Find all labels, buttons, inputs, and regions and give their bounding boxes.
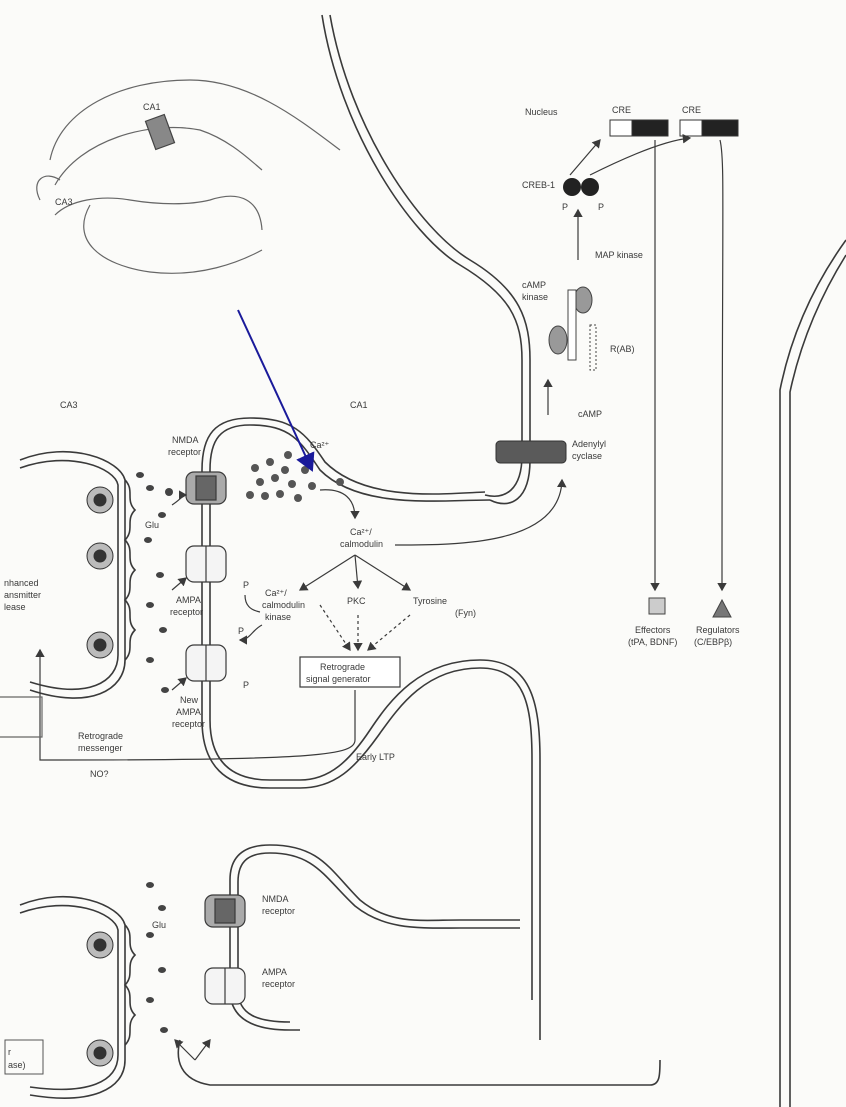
label-ca3-inset: CA3 (55, 197, 73, 207)
label-tyrosine-1: Tyrosine (413, 596, 447, 606)
label-retro-msg-2: messenger (78, 743, 123, 753)
effector-icon (648, 597, 666, 615)
label-early-ltp: Early LTP (356, 752, 395, 762)
label-camkinase-3: kinase (265, 612, 291, 622)
label-enhanced-2: ansmitter (4, 590, 41, 600)
cre-boxes (609, 119, 739, 137)
label-nmda-bot-2: receptor (262, 906, 295, 916)
label-regulators-2: (C/EBPβ) (694, 637, 732, 647)
ampa-receptor-bottom (204, 967, 246, 1005)
corner-bracket (0, 696, 43, 738)
label-cre-2: CRE (682, 105, 701, 115)
label-enhanced-3: lease (4, 602, 26, 612)
camp-kinase (548, 286, 597, 371)
corner-label-box (4, 1039, 44, 1075)
label-ca3: CA3 (60, 400, 78, 410)
ampa-receptor-top (185, 545, 227, 583)
label-enhanced-1: nhanced (4, 578, 39, 588)
label-retro-gen-2: signal generator (306, 674, 371, 684)
retrograde-signal-box (299, 656, 401, 688)
presynaptic-terminal-top (19, 451, 137, 699)
label-effectors-2: (tPA, BDNF) (628, 637, 677, 647)
label-p2: P (598, 202, 604, 212)
label-ampa-top-2: receptor (170, 607, 203, 617)
label-cre-1: CRE (612, 105, 631, 115)
regulator-icon (712, 598, 732, 618)
presynaptic-terminal-bottom (19, 896, 137, 1099)
label-nmda-bot-1: NMDA (262, 894, 289, 904)
label-new-ampa-1: New (180, 695, 199, 705)
adenylyl-cyclase (495, 440, 567, 464)
label-map-kinase: MAP kinase (595, 250, 643, 260)
nmda-receptor-top (185, 471, 227, 505)
label-r-ab: R(AB) (610, 344, 635, 354)
label-ca-ion: Ca²⁺ (310, 440, 330, 450)
label-adenylyl-2: cyclase (572, 451, 602, 461)
label-no: NO? (90, 769, 109, 779)
label-p1: P (562, 202, 568, 212)
label-creb: CREB-1 (522, 180, 555, 190)
label-corner-2: ase) (8, 1060, 26, 1070)
label-regulators-1: Regulators (696, 625, 740, 635)
ampa-receptor-new (185, 644, 227, 682)
label-p5: P (243, 680, 249, 690)
label-camkinase-2: calmodulin (262, 600, 305, 610)
label-camp-kinase-1: cAMP (522, 280, 546, 290)
label-camp: cAMP (578, 409, 602, 419)
label-pkc: PKC (347, 596, 366, 606)
label-retro-msg-1: Retrograde (78, 731, 123, 741)
label-retro-gen-1: Retrograde (320, 662, 365, 672)
diagram-labels: CA1 CA3 CA3 CA1 Nucleus CRE CRE CREB-1 P… (4, 102, 740, 1070)
creb-protein (563, 178, 599, 196)
label-p3: P (243, 580, 249, 590)
label-tyrosine-2: (Fyn) (455, 608, 476, 618)
label-nmda-top-1: NMDA (172, 435, 199, 445)
synaptic-vesicles-bottom (86, 931, 114, 1067)
label-ca1-inset: CA1 (143, 102, 161, 112)
label-camp-kinase-2: kinase (522, 292, 548, 302)
label-ampa-bot-2: receptor (262, 979, 295, 989)
label-nmda-top-2: receptor (168, 447, 201, 457)
annotation-arrow (237, 309, 315, 472)
label-ca-calmodulin-1: Ca²⁺/ (350, 527, 372, 537)
synaptic-vesicles-top (86, 486, 114, 659)
postsynaptic-membrane (177, 14, 846, 1107)
label-ca1: CA1 (350, 400, 368, 410)
calcium-ions (246, 451, 344, 502)
label-effectors-1: Effectors (635, 625, 671, 635)
label-p4: P (238, 626, 244, 636)
label-glu-bottom: Glu (152, 920, 166, 930)
label-ampa-top-1: AMPA (176, 595, 201, 605)
label-nucleus: Nucleus (525, 107, 558, 117)
nmda-receptor-bottom (204, 894, 246, 928)
label-adenylyl-1: Adenylyl (572, 439, 606, 449)
label-glu-top: Glu (145, 520, 159, 530)
label-new-ampa-3: receptor (172, 719, 205, 729)
label-corner-1: r (8, 1047, 11, 1057)
glutamate-molecules (136, 472, 173, 1033)
signaling-arrows (35, 133, 727, 1061)
hippocampus-inset (36, 79, 341, 274)
label-ca-calmodulin-2: calmodulin (340, 539, 383, 549)
label-ampa-bot-1: AMPA (262, 967, 287, 977)
label-camkinase-1: Ca²⁺/ (265, 588, 287, 598)
label-new-ampa-2: AMPA (176, 707, 201, 717)
